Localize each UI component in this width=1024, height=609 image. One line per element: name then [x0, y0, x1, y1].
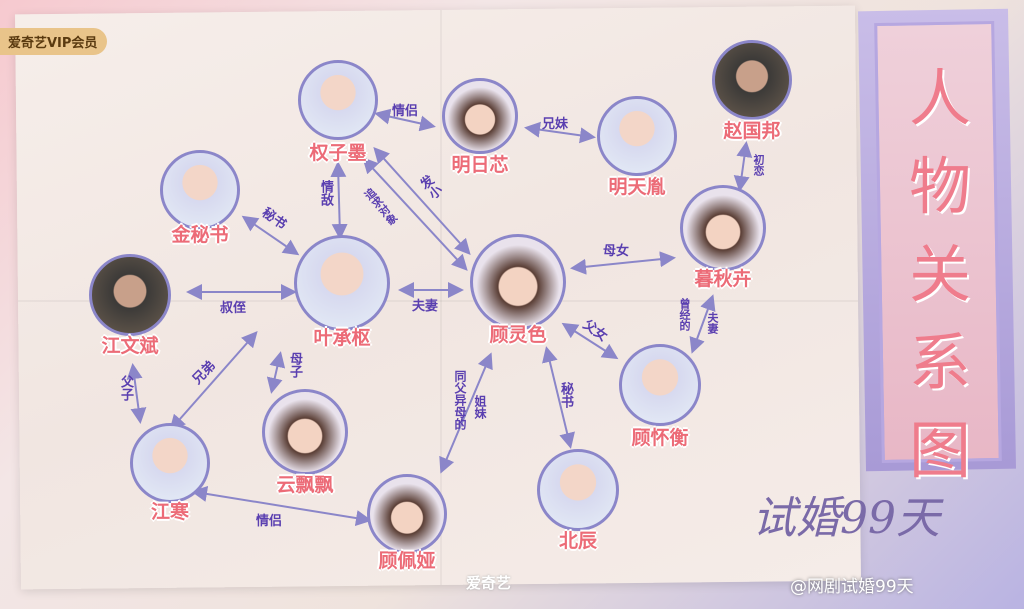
edge-gu-guhuaiheng — [561, 322, 619, 360]
relation-label: 母女 — [603, 244, 630, 259]
avatar — [367, 474, 447, 554]
relation-label: 情敌 — [318, 180, 333, 206]
edge-quan-gu-b — [373, 147, 471, 255]
character-name: 北辰 — [558, 530, 598, 552]
avatar — [298, 60, 378, 140]
show-logo: 试婚99天 — [752, 493, 940, 544]
relation-label: 兄妹 — [542, 117, 569, 132]
avatar — [89, 254, 171, 336]
edge-jianghan-gupeiya — [191, 486, 372, 526]
relation-label: 姐妹 — [473, 395, 487, 419]
avatar — [262, 389, 348, 475]
edge-gu-mu — [570, 251, 676, 275]
relation-label: 同父异母的 — [453, 370, 467, 430]
edge-beichen-gu — [542, 346, 575, 449]
edge-quan-ye — [330, 161, 348, 240]
relation-label: 父子 — [118, 375, 133, 401]
relation-label: 曾经的 — [678, 298, 691, 331]
edge-jin-ye — [241, 215, 300, 256]
character-name: 云飘飘 — [276, 474, 334, 496]
character-name: 江文斌 — [101, 335, 159, 357]
edge-jianghan-ye — [169, 331, 258, 431]
avatar — [712, 40, 792, 120]
character-name: 江寒 — [150, 501, 190, 523]
platform-logo: 爱奇艺 — [466, 574, 512, 592]
character-name: 明日芯 — [451, 154, 509, 176]
edge-jiangwenbin-jianghan — [126, 363, 147, 424]
edge-gu-gupeiya — [439, 352, 493, 474]
edge-quan-mingrixin — [374, 108, 436, 132]
character-name: 顾怀衡 — [631, 427, 689, 449]
character-name: 明天胤 — [608, 176, 666, 198]
relation-label: 初恋 — [752, 154, 765, 176]
character-name: 金秘书 — [171, 224, 229, 246]
relation-label: 夫妻 — [706, 312, 719, 334]
character-name: 权子墨 — [309, 142, 367, 164]
avatar — [597, 96, 677, 176]
avatar — [680, 185, 766, 271]
weibo-account: @网剧试婚99天 — [790, 577, 914, 597]
page-title: 人物关系图 — [908, 62, 971, 487]
avatar — [160, 150, 240, 230]
character-name: 暮秋卉 — [694, 268, 752, 290]
avatar — [442, 78, 518, 154]
character-name: 顾佩娅 — [378, 550, 436, 572]
edge-zhao-mu — [733, 141, 753, 192]
character-name: 顾灵色 — [489, 324, 547, 346]
avatar — [130, 423, 210, 503]
paper-fold — [18, 300, 858, 302]
avatar — [619, 344, 701, 426]
avatar — [470, 234, 566, 330]
vip-badge: 爱奇艺VIP会员 — [0, 28, 108, 55]
relation-label: 母子 — [287, 352, 302, 378]
character-name: 赵国邦 — [723, 120, 781, 142]
relation-label: 夫妻 — [412, 299, 439, 314]
relation-label: 情侣 — [392, 104, 419, 119]
avatar — [294, 235, 390, 331]
relation-label: 秘书 — [558, 382, 573, 408]
edge-mu-guhuaiheng — [689, 294, 716, 354]
relation-label: 情侣 — [256, 514, 283, 529]
edge-mingrixin-mingtianyin — [524, 121, 596, 144]
avatar — [537, 449, 619, 531]
character-name: 叶承枢 — [313, 327, 371, 349]
relation-label: 叔侄 — [220, 301, 247, 316]
edge-ye-yun — [266, 351, 286, 394]
